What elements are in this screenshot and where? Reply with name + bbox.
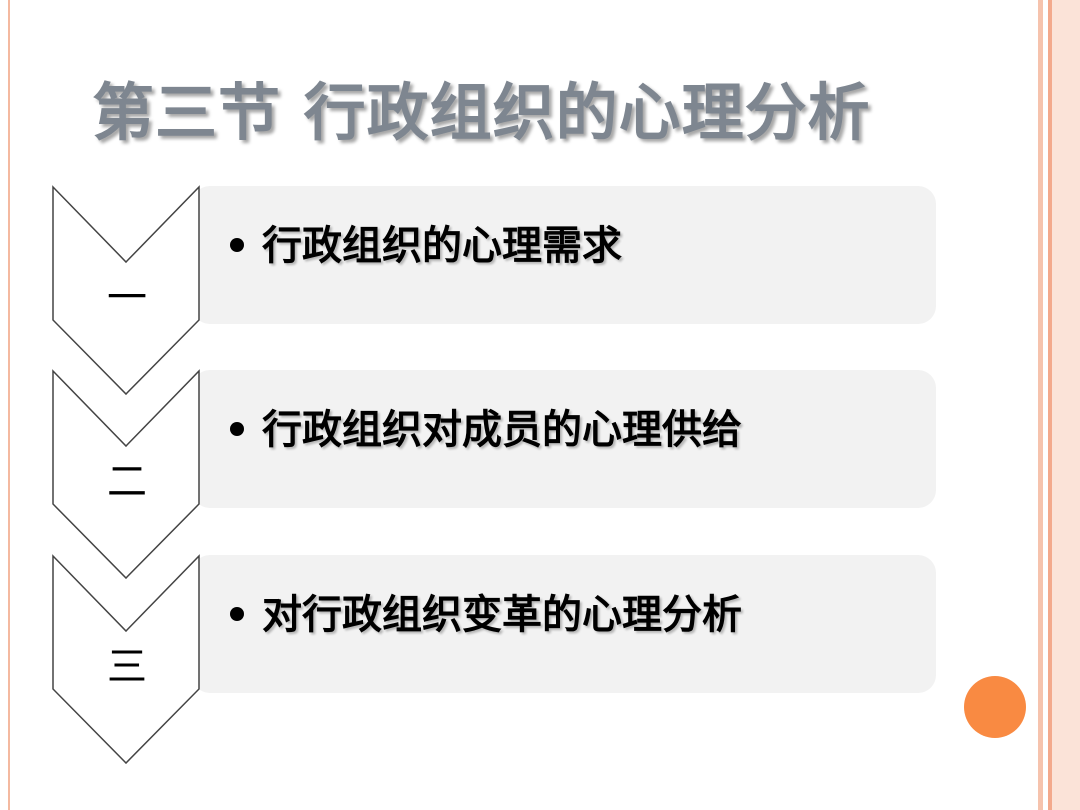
item-text: 行政组织的心理需求 [262,222,622,269]
item-number: 二 [107,459,147,505]
chevron-down-icon [52,554,200,765]
slide-title: 第三节 行政组织的心理分析 [92,76,871,149]
item-text-box [192,186,936,324]
item-number: 三 [107,644,147,690]
orange-circle-decoration [964,676,1026,738]
chevron-down-icon [52,369,200,580]
list-item: 三 对行政组织变革的心理分析 [52,554,936,765]
item-text: 对行政组织变革的心理分析 [262,591,742,638]
bullet-icon [230,238,244,252]
bullet-icon [230,607,244,621]
bullet-icon [230,422,244,436]
list-item: 一 行政组织的心理需求 [52,185,936,396]
list-item: 二 行政组织对成员的心理供给 [52,369,936,580]
chevron-down-icon [52,185,200,396]
item-text: 行政组织对成员的心理供给 [262,406,742,453]
item-text-box [192,370,936,508]
right-decorative-band [1034,0,1080,810]
left-border-rule [8,0,10,810]
item-number: 一 [107,275,147,321]
item-text-box [192,555,936,693]
